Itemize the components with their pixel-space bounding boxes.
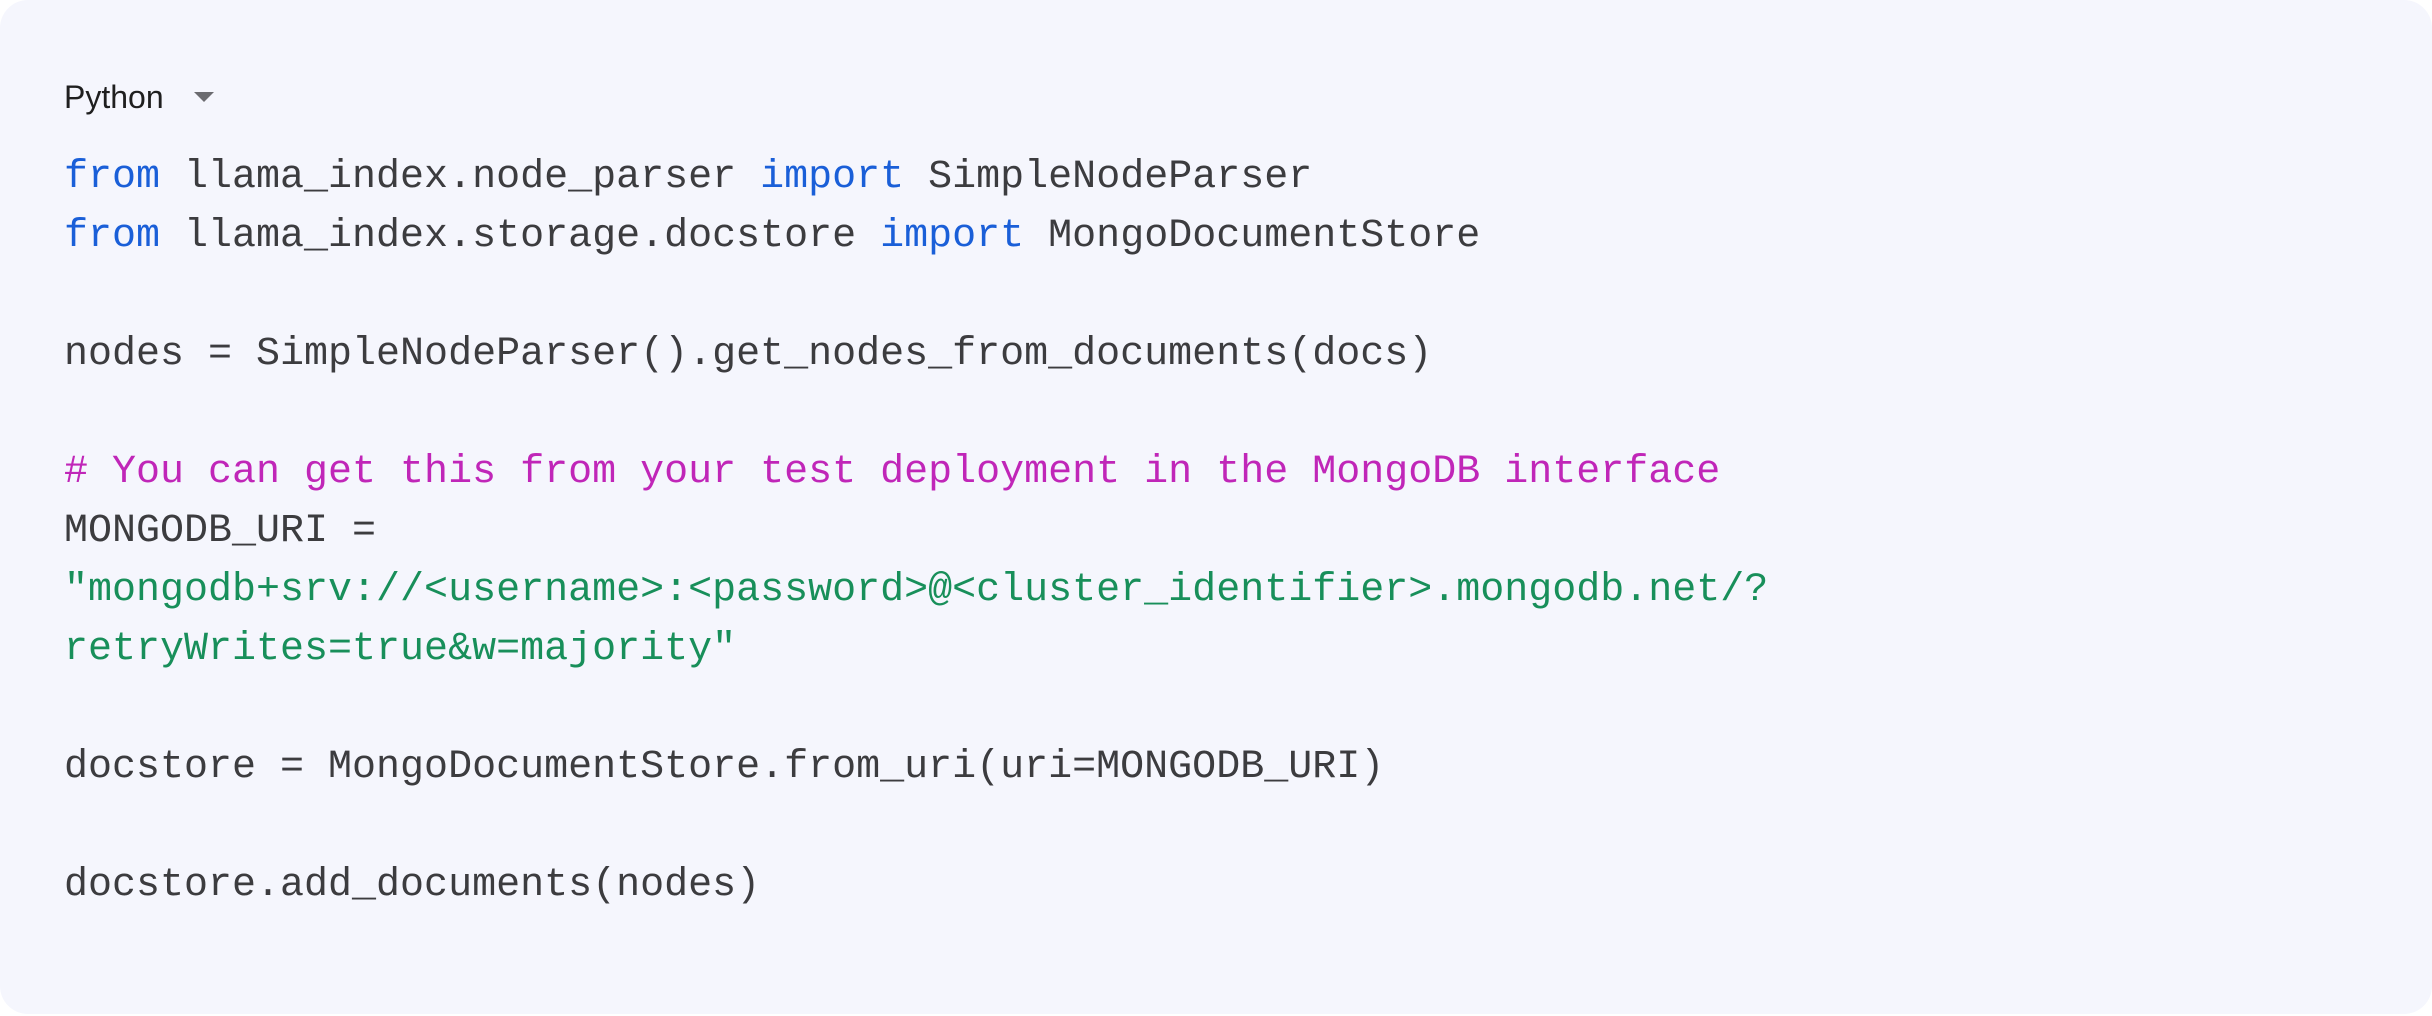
- code-line-4: nodes = SimpleNodeParser().get_nodes_fro…: [64, 332, 1433, 377]
- code-line-2: from llama_index.storage.docstore import…: [64, 207, 1768, 266]
- code-line-10: [64, 679, 1768, 738]
- code-string-line-1: "mongodb+srv://<username>:<password>@<cl…: [64, 568, 1769, 613]
- language-label: Python: [64, 78, 164, 115]
- code-text: llama_index.node_parser: [160, 155, 761, 200]
- code-line-13: docstore.add_documents(nodes): [64, 863, 761, 908]
- keyword-from: from: [64, 155, 161, 200]
- code-string-line-2: retryWrites=true&w=majority": [64, 627, 737, 672]
- code-text: llama_index.storage.docstore: [160, 214, 881, 259]
- language-selector[interactable]: Python: [64, 72, 214, 122]
- code-comment-line: # You can get this from your test deploy…: [64, 450, 1721, 495]
- code-line-12: [64, 797, 1768, 856]
- code-text: SimpleNodeParser: [904, 155, 1313, 200]
- keyword-import: import: [760, 155, 905, 200]
- code-text: MongoDocumentStore: [1024, 214, 1481, 259]
- code-content: from llama_index.node_parser import Simp…: [64, 148, 1768, 915]
- code-line-11: docstore = MongoDocumentStore.from_uri(u…: [64, 745, 1385, 790]
- code-line-5: [64, 384, 1768, 443]
- keyword-import: import: [880, 214, 1025, 259]
- code-line-1: from llama_index.node_parser import Simp…: [64, 148, 1768, 207]
- keyword-from: from: [64, 214, 161, 259]
- code-line-7: MONGODB_URI =: [64, 509, 377, 554]
- caret-down-icon: [193, 92, 214, 102]
- code-line-3: [64, 266, 1768, 325]
